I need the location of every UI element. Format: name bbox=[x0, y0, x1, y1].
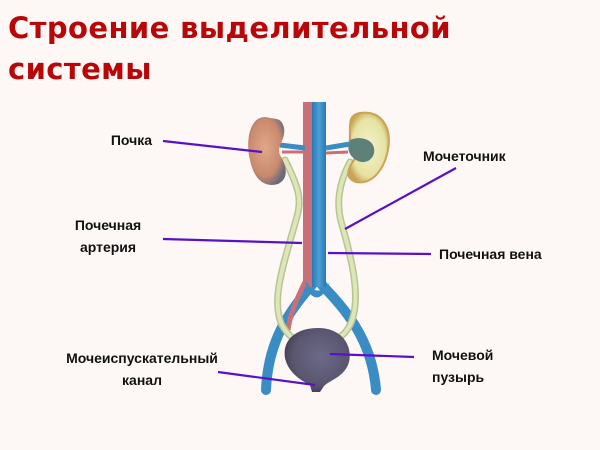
right-kidney-pelvis bbox=[348, 138, 375, 163]
label-bladder: Мочевой пузырь bbox=[432, 344, 493, 388]
ureters bbox=[274, 156, 359, 344]
label-renal-artery: Почечная артерия bbox=[48, 214, 168, 258]
label-urethra: Мочеиспускательный канал bbox=[42, 347, 242, 391]
renal-vessels bbox=[279, 141, 351, 155]
title-line-1: Строение выделительной bbox=[8, 11, 451, 45]
label-bladder-line1: Мочевой bbox=[432, 347, 494, 363]
label-urethra-line1: Мочеиспускательный bbox=[66, 350, 218, 366]
pointer-renal-vein bbox=[327, 251, 432, 256]
pointer-renal-artery bbox=[162, 237, 303, 245]
aorta-and-vena-cava bbox=[303, 102, 330, 298]
pointer-ureter bbox=[344, 167, 457, 230]
bladder bbox=[284, 328, 350, 392]
label-kidney: Почка bbox=[110, 132, 152, 148]
label-ureter: Мочеточник bbox=[423, 148, 506, 164]
left-kidney bbox=[248, 117, 286, 185]
aorta bbox=[303, 102, 313, 287]
label-renal-artery-line1: Почечная bbox=[74, 217, 142, 233]
pointer-lines bbox=[162, 139, 457, 387]
title-line-2: системы bbox=[8, 52, 152, 86]
pointer-kidney bbox=[162, 139, 263, 154]
pointer-urethra bbox=[217, 370, 316, 387]
vena-cava bbox=[312, 102, 326, 287]
label-bladder-line2: пузырь bbox=[432, 369, 485, 385]
label-renal-vein: Почечная вена bbox=[439, 246, 542, 262]
pointer-bladder bbox=[329, 352, 415, 359]
label-urethra-line2: канал bbox=[122, 372, 162, 388]
page-title: Строение выделительной системы bbox=[8, 8, 568, 90]
label-renal-artery-line2: артерия bbox=[79, 239, 137, 255]
